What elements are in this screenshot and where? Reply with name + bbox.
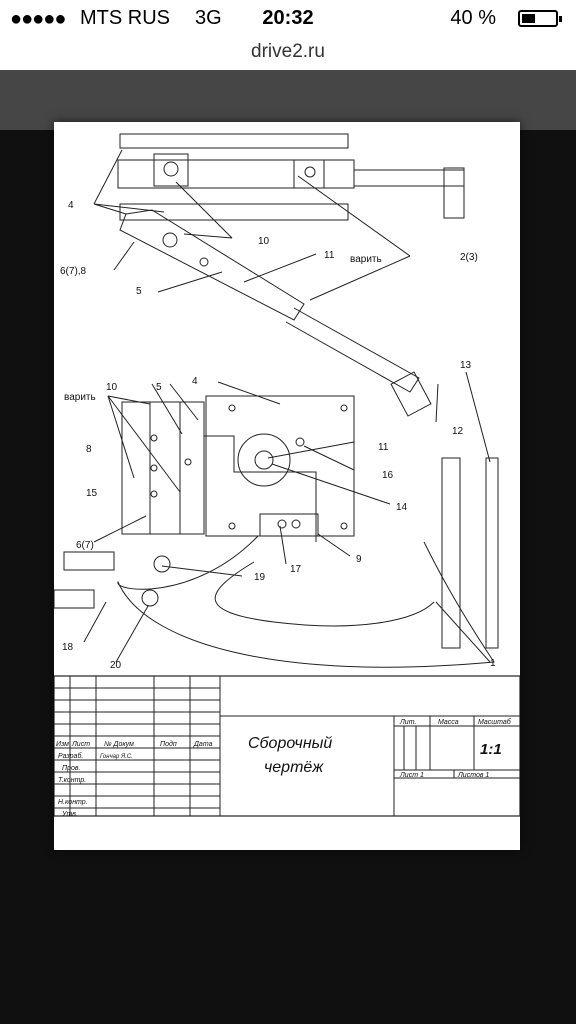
network-type: 3G (195, 7, 222, 29)
title-block-prov: Пров. (62, 765, 81, 772)
title-block-nkontr: Н.контр. (58, 799, 88, 806)
callout-label: 5 (136, 286, 142, 297)
callout-label: варить (350, 254, 382, 265)
callout-label: 10 (106, 382, 118, 393)
callout-label: 17 (290, 564, 302, 575)
battery-fill (522, 14, 535, 23)
title-block-podp: Подп (160, 740, 177, 748)
callout-label: варить (64, 392, 96, 403)
carrier-name: MTS RUS (80, 7, 170, 29)
callout-label: 20 (110, 660, 122, 671)
title-block-sheets: Листов 1 (457, 772, 489, 779)
status-bar: ●●●●● MTS RUS 3G 20:32 40 % (0, 0, 576, 36)
url-text[interactable]: drive2.ru (251, 41, 325, 62)
callout-labels: 4 10 6(7),8 5 11 варить 2(3) 13 12 варить 10 5 4 8 15 1… (60, 200, 496, 671)
callout-label: 6(7),8 (60, 266, 87, 277)
callout-label: 1 (490, 658, 496, 669)
callout-label: 15 (86, 488, 98, 499)
battery-nub (559, 16, 562, 22)
callout-label: 5 (156, 382, 162, 393)
callout-label: 2(3) (460, 252, 478, 263)
background-table (0, 70, 576, 130)
callout-label: 11 (378, 442, 389, 453)
title-block-razrab-name: Гончар Я.С. (100, 754, 133, 760)
title-block-izm: Изм (56, 741, 69, 748)
title-block-tkontr: Т.контр. (58, 777, 86, 784)
title-block-sheet: Лист 1 (399, 772, 424, 779)
callout-label: 18 (62, 642, 74, 653)
callout-label: 12 (452, 426, 464, 437)
callout-label: 16 (382, 470, 394, 481)
title-block-list: Лист (71, 741, 90, 748)
title-block-scale: 1:1 (480, 741, 502, 758)
title-block-title-2: чертёж (264, 759, 324, 776)
browser-url-bar[interactable]: drive2.ru (0, 36, 576, 71)
title-block-lit: Лит. (399, 719, 416, 726)
title-block-razrab: Разраб. (58, 752, 83, 760)
title-block-masshtab: Масштаб (478, 718, 512, 726)
callout-label: 4 (192, 376, 198, 387)
signal-strength-icon: ●●●●● (10, 8, 66, 30)
title-block-massa: Масса (438, 719, 459, 726)
drawing-image[interactable]: 4 10 6(7),8 5 11 варить 2(3) 13 12 варить 10 5 4 8 15 1… (54, 122, 520, 850)
callout-label: 10 (258, 236, 270, 247)
callout-label: 19 (254, 572, 266, 583)
battery-percent: 40 % (450, 7, 496, 29)
clock: 20:32 (262, 7, 314, 29)
callout-label: 6(7) (76, 540, 94, 551)
title-block-data: Дата (193, 741, 213, 748)
callout-label: 11 (324, 250, 335, 261)
callout-label: 8 (86, 444, 92, 455)
assembly-drawing: 4 10 6(7),8 5 11 варить 2(3) 13 12 варить 10 5 4 8 15 1… (54, 133, 520, 818)
callout-label: 4 (68, 200, 74, 211)
battery-icon (518, 10, 562, 27)
callout-label: 14 (396, 502, 408, 513)
callout-label: 13 (460, 360, 472, 371)
title-block-title-1: Сборочный (248, 735, 332, 752)
title-block-doc: № Докум (104, 741, 134, 748)
callout-label: 9 (356, 554, 362, 565)
title-block-utv: Утв. (61, 811, 78, 818)
